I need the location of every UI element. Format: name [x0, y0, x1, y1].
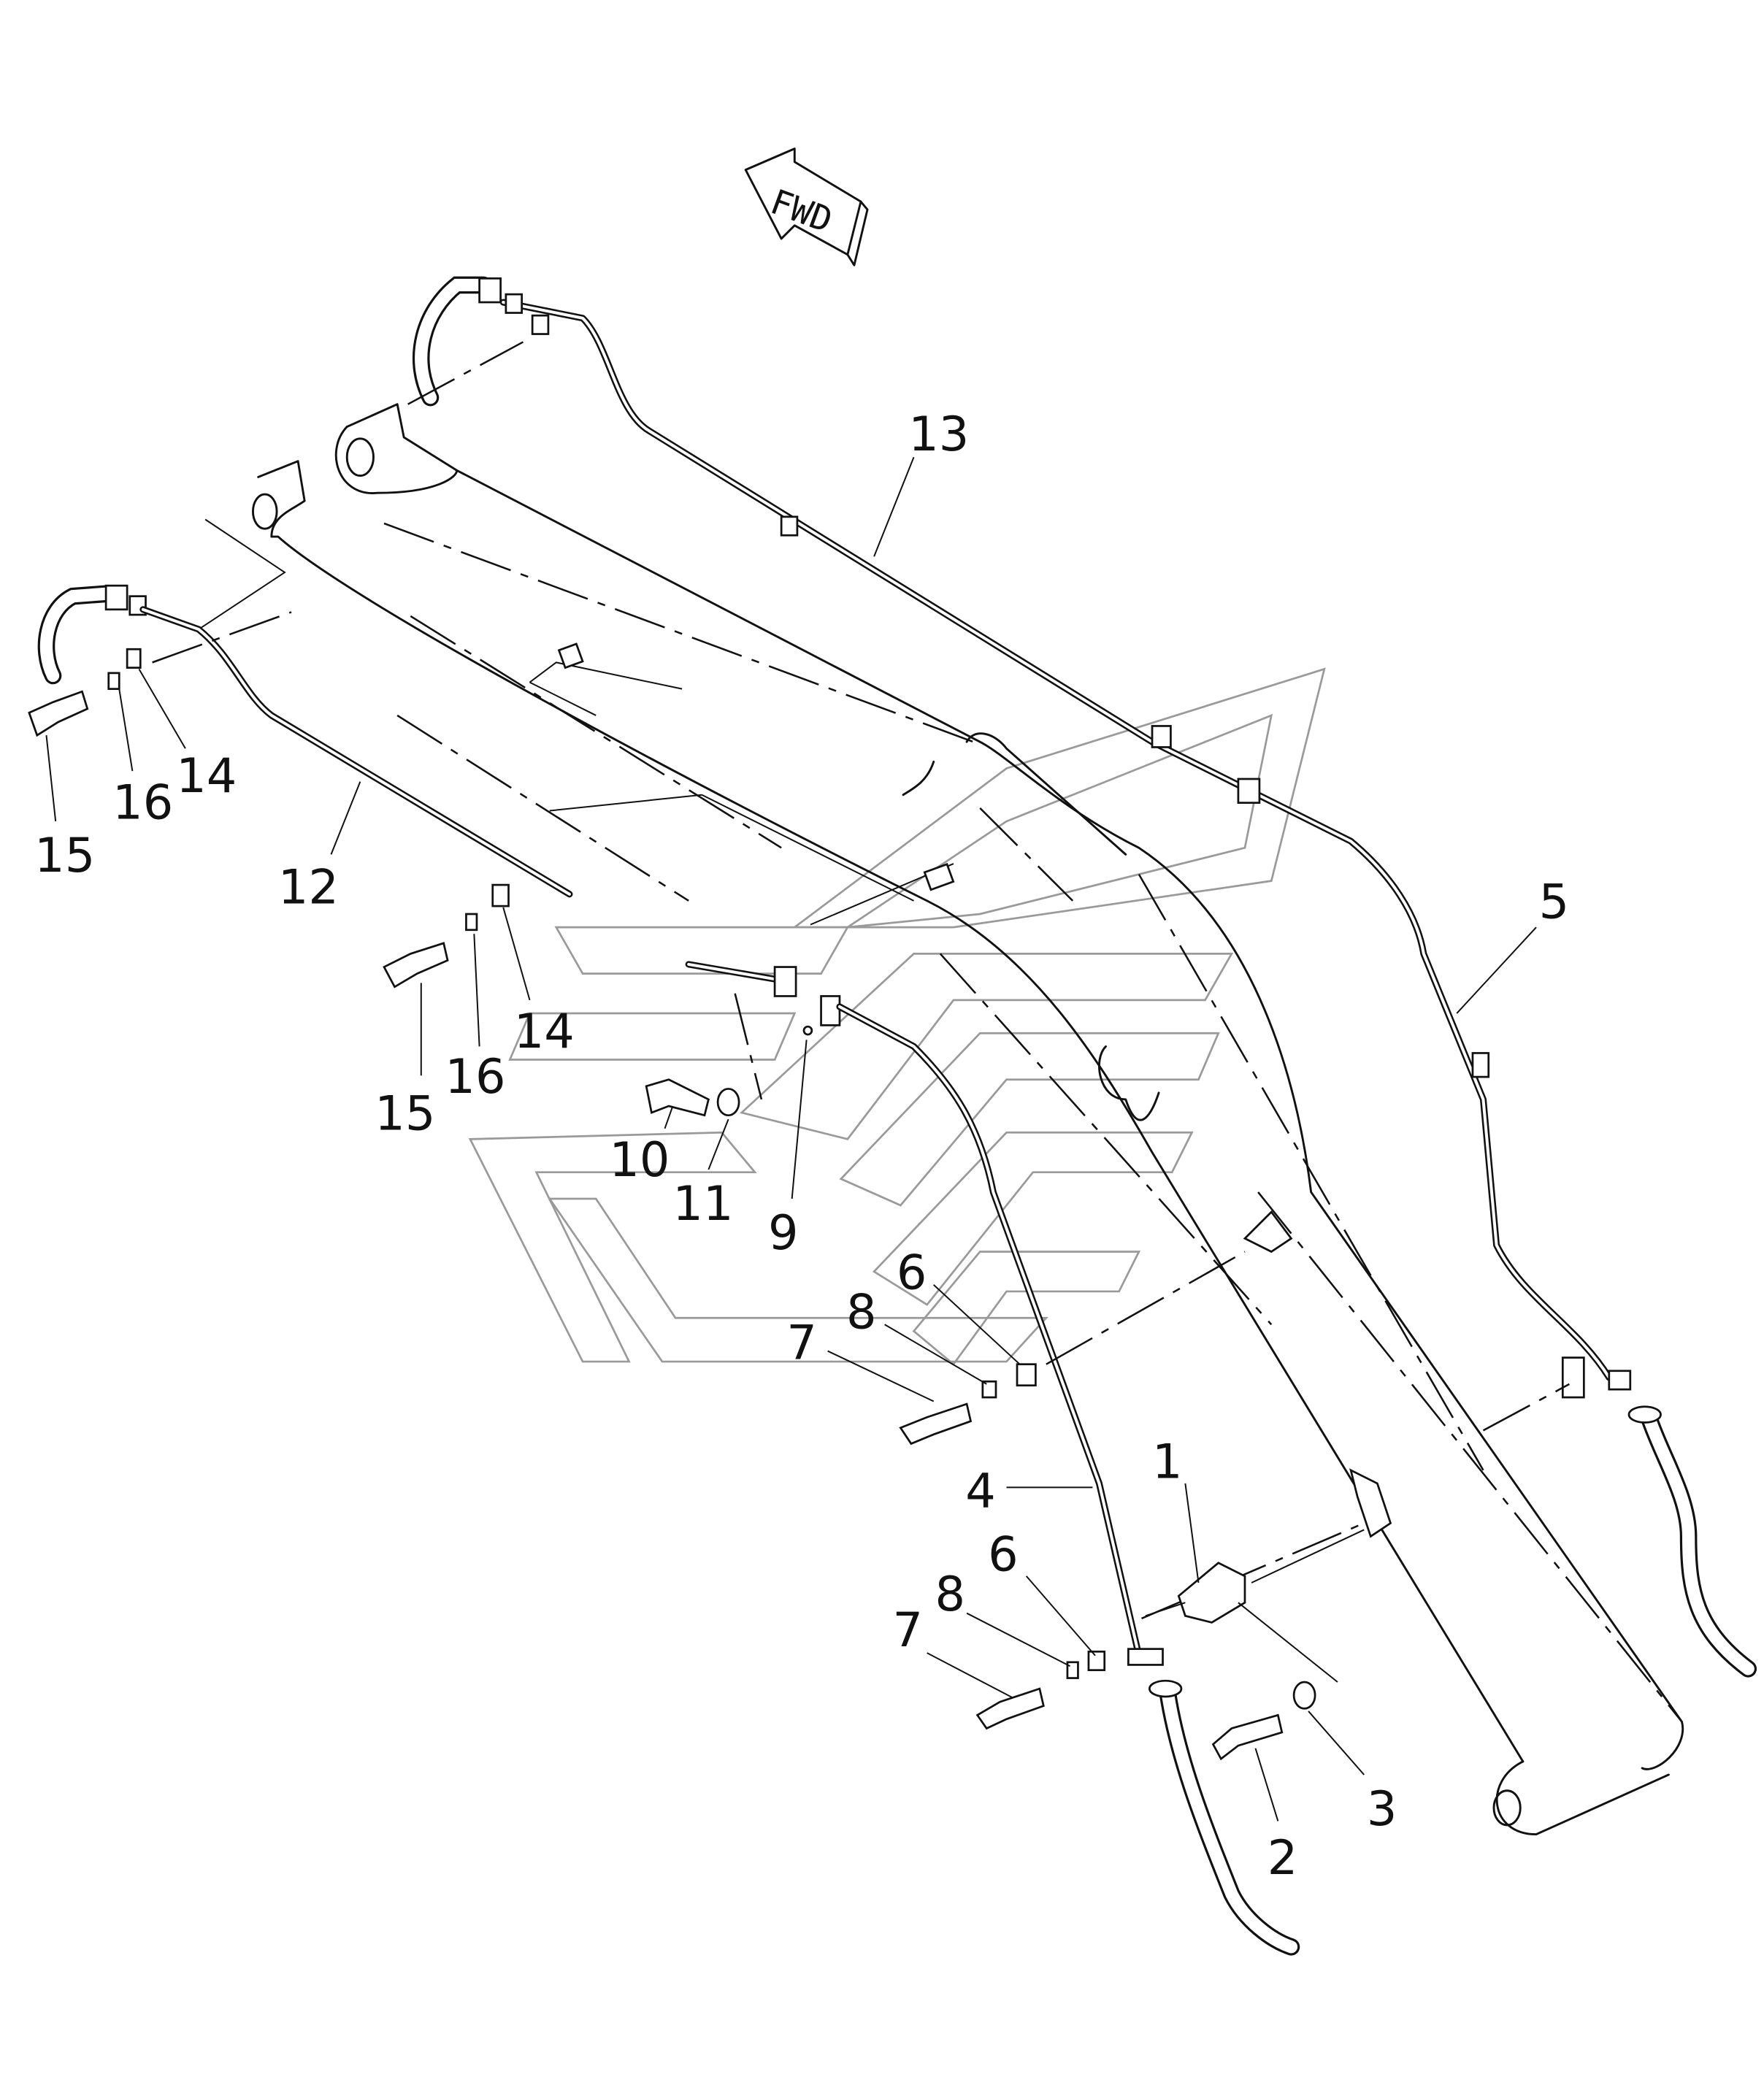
callout-12: 12 [278, 859, 339, 915]
callout-9: 9 [768, 1205, 799, 1261]
callout-6: 6 [988, 1527, 1019, 1583]
callout-6: 6 [897, 1245, 927, 1300]
pipe-13 [407, 276, 1757, 1678]
callout-8: 8 [846, 1285, 877, 1340]
callout-2: 2 [1268, 1830, 1298, 1886]
callout-3: 3 [1367, 1781, 1397, 1837]
callout-16: 16 [445, 1049, 505, 1105]
callout-labels: 13 12 15 16 14 15 16 14 10 11 9 6 8 7 5 … [34, 407, 1569, 1886]
hardware [28, 648, 1365, 1761]
callout-13: 13 [908, 407, 969, 462]
callout-15: 15 [375, 1086, 435, 1142]
callout-8: 8 [935, 1567, 966, 1622]
callout-7: 7 [786, 1315, 817, 1370]
watermark-logo [468, 667, 1326, 1366]
forward-arrow: FWD [744, 147, 869, 266]
callout-11: 11 [672, 1176, 733, 1232]
leader-lines [45, 456, 1537, 1821]
callout-4: 4 [965, 1464, 996, 1519]
callout-7: 7 [893, 1602, 924, 1658]
callout-14: 14 [176, 748, 237, 804]
callout-5: 5 [1539, 874, 1570, 929]
callout-1: 1 [1152, 1435, 1183, 1490]
callout-10: 10 [609, 1132, 670, 1188]
callout-14: 14 [514, 1004, 575, 1059]
pipe-4 [820, 995, 1392, 1956]
callout-15: 15 [34, 828, 95, 883]
pipe-12 [37, 584, 797, 1100]
callout-16: 16 [112, 775, 173, 830]
fwd-label: FWD [765, 182, 837, 241]
boom-structure [198, 403, 1684, 1836]
